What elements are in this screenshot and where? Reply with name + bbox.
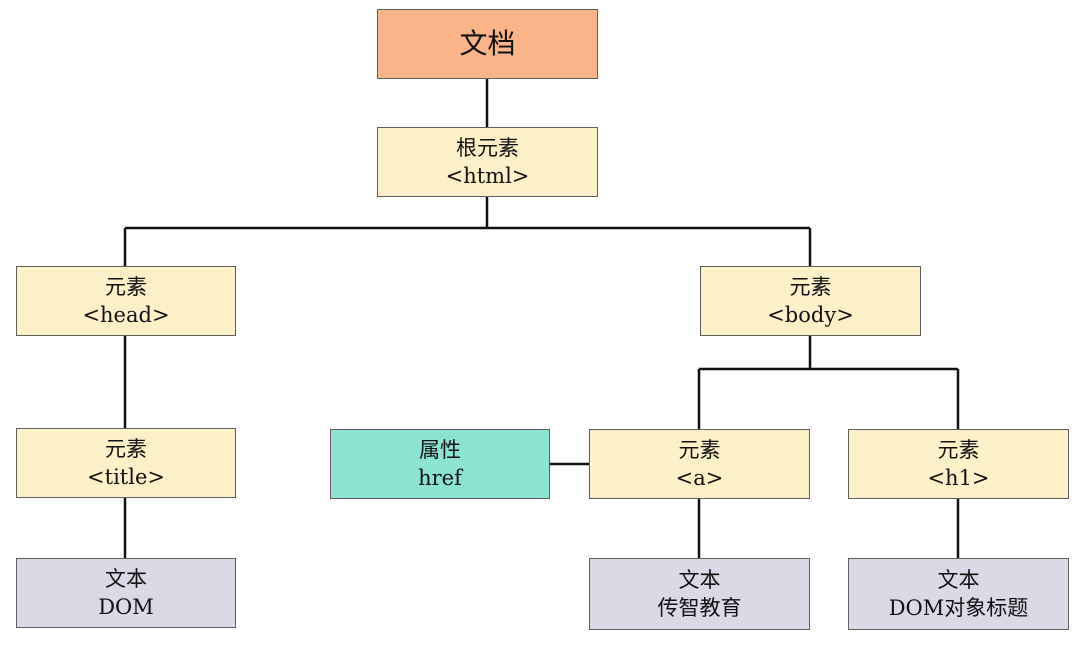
a-element-node: 元素 <a>: [589, 429, 810, 499]
text-dom-node: 文本 DOM: [16, 558, 236, 628]
document-node: 文档: [377, 9, 598, 79]
text-edu-label: 文本: [678, 567, 721, 592]
body-element-label: 元素: [789, 274, 832, 299]
text-title-value: DOM对象标题: [888, 596, 1029, 620]
a-element-tag: <a>: [675, 466, 724, 490]
attribute-name: href: [418, 466, 462, 490]
document-label: 文档: [459, 27, 516, 61]
text-title-node: 文本 DOM对象标题: [848, 558, 1069, 630]
h1-element-label: 元素: [937, 437, 980, 462]
text-edu-value: 传智教育: [657, 596, 742, 620]
attribute-label: 属性: [419, 437, 461, 462]
head-element-node: 元素 <head>: [16, 266, 236, 336]
body-element-tag: <body>: [767, 303, 854, 327]
root-element-tag: <html>: [445, 164, 530, 188]
title-element-node: 元素 <title>: [16, 428, 236, 498]
root-element-label: 根元素: [456, 135, 519, 160]
href-attribute-node: 属性 href: [330, 429, 550, 499]
title-element-label: 元素: [105, 436, 147, 461]
root-element-node: 根元素 <html>: [377, 127, 598, 197]
text-edu-node: 文本 传智教育: [589, 558, 810, 630]
title-element-tag: <title>: [87, 465, 165, 489]
h1-element-node: 元素 <h1>: [848, 429, 1069, 499]
head-element-tag: <head>: [82, 303, 170, 327]
h1-element-tag: <h1>: [927, 466, 990, 490]
text-title-label: 文本: [937, 567, 980, 592]
text-dom-label: 文本: [105, 566, 147, 591]
a-element-label: 元素: [678, 437, 721, 462]
body-element-node: 元素 <body>: [700, 266, 921, 336]
head-element-label: 元素: [105, 274, 147, 299]
text-dom-value: DOM: [98, 595, 154, 619]
